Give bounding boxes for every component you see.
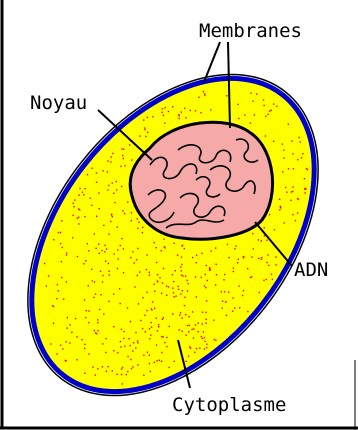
label-noyau: Noyau — [30, 92, 87, 114]
label-adn: ADN — [294, 259, 328, 281]
label-cytoplasme: Cytoplasme — [172, 394, 286, 416]
label-membranes: Membranes — [199, 20, 302, 42]
